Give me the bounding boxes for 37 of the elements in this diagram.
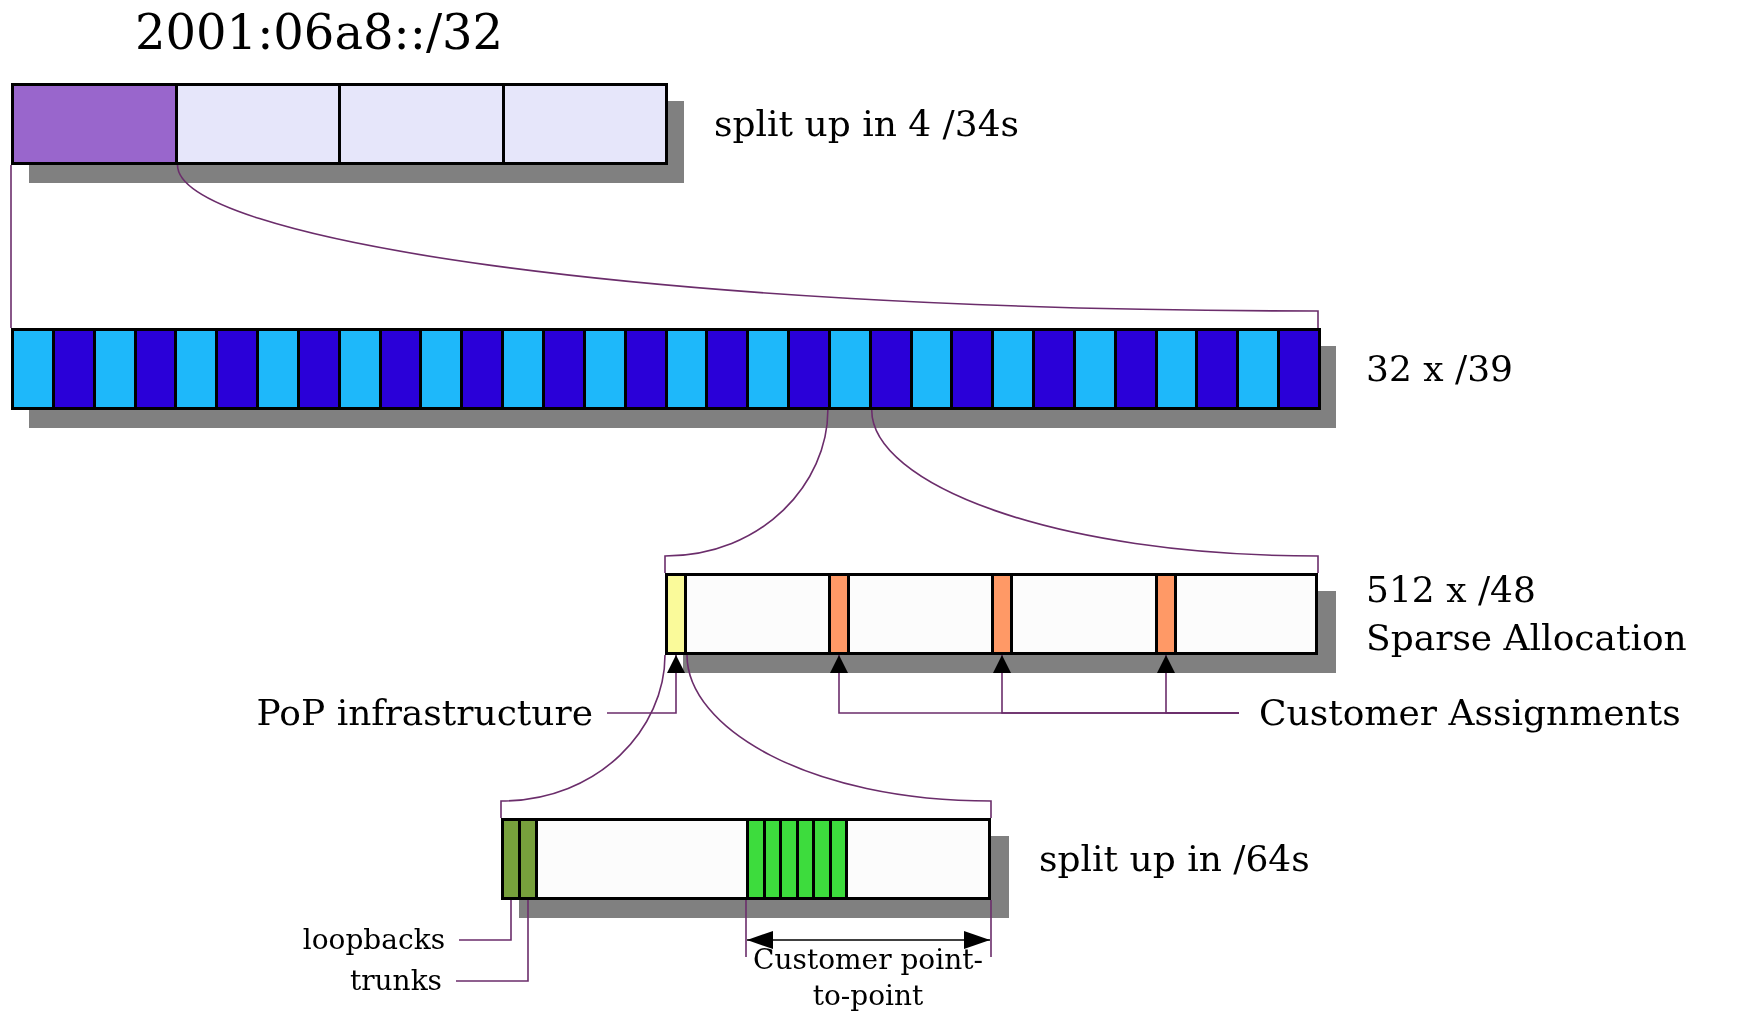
callout-label: PoP infrastructure xyxy=(256,691,593,735)
bar-caption: split up in 4 /34s xyxy=(714,102,1020,146)
bar-caption: 32 x /39 xyxy=(1366,347,1513,391)
address-block xyxy=(1277,328,1321,410)
callout-label: loopbacks xyxy=(302,922,445,958)
zoom-line xyxy=(664,409,829,574)
zoom-line xyxy=(686,654,992,819)
address-block xyxy=(518,818,538,900)
dimension-label: Customer point-to-point xyxy=(752,942,984,1014)
callout-label: trunks xyxy=(349,963,442,999)
address-block xyxy=(991,573,1013,655)
address-block xyxy=(787,328,831,410)
diagram-title: 2001:06a8::/32 xyxy=(135,3,504,62)
address-block xyxy=(1155,573,1177,655)
zoom-line xyxy=(500,654,666,819)
bar-caption: Sparse Allocation xyxy=(1366,616,1687,660)
address-block xyxy=(812,818,832,900)
zoom-line xyxy=(870,409,1319,574)
bar-caption: split up in /64s xyxy=(1039,837,1310,881)
address-block xyxy=(1032,328,1076,410)
address-block xyxy=(11,83,178,165)
leader-line xyxy=(1157,654,1240,714)
address-block xyxy=(11,328,55,410)
address-block xyxy=(501,328,545,410)
zoom-line xyxy=(10,164,12,329)
address-block xyxy=(501,818,521,900)
address-block xyxy=(746,818,766,900)
address-block xyxy=(665,573,687,655)
address-block xyxy=(256,328,300,410)
address-block xyxy=(338,83,505,165)
callout-label: Customer Assignments xyxy=(1259,691,1681,735)
bar-caption: 512 x /48 xyxy=(1366,568,1537,612)
address-block xyxy=(828,573,850,655)
address-block xyxy=(779,818,799,900)
leader-line xyxy=(606,654,685,714)
leader-line xyxy=(458,899,512,941)
leader-line xyxy=(455,899,529,982)
